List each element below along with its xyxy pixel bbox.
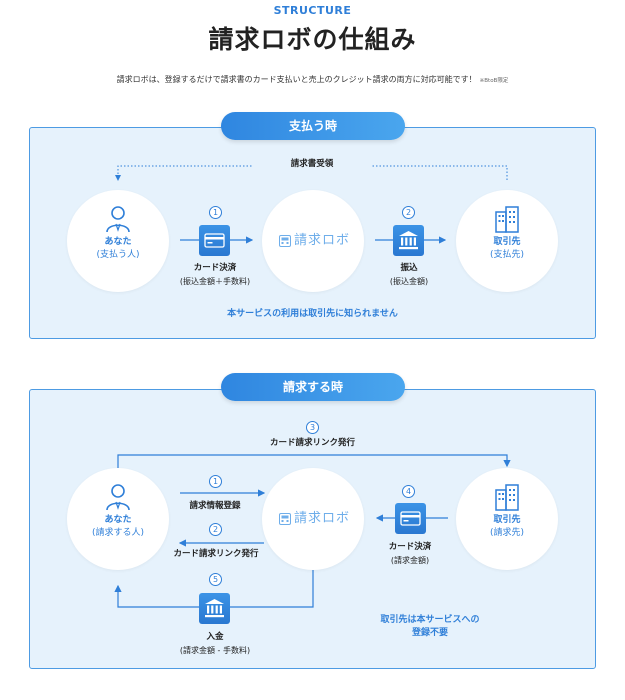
intro-note: ※BtoB限定 [479, 78, 509, 84]
pay-robo-node: 請求ロボ [262, 190, 364, 292]
bank-icon [399, 231, 418, 250]
pay-section-pill: 支払う時 [221, 112, 405, 140]
pay-you-node: あなた (支払う人) [67, 190, 169, 292]
page-title: 請求ロボの仕組み [208, 25, 417, 54]
pay-you-sub: (支払う人) [96, 250, 140, 260]
pay-partner-node: 取引先 (支払先) [456, 190, 558, 292]
bill-partner-sub: (請求先) [489, 528, 525, 538]
bill-step5-label: 入金 [206, 632, 224, 642]
pay-partner-label: 取引先 [493, 237, 521, 247]
bill-step4-sub: (請求金額) [390, 556, 430, 565]
bill-step5-badge: 5 [209, 573, 222, 586]
robo-logo-text: 請求ロボ [294, 233, 351, 248]
invoice-receive-label: 請求書受領 [252, 158, 372, 171]
partner-note-line1: 取引先は本サービスへの [380, 615, 480, 625]
robo-logo: 請求ロボ [279, 232, 349, 250]
building-icon [495, 206, 519, 233]
credit-card-icon [400, 511, 421, 526]
robo-logo: 請求ロボ [279, 510, 349, 528]
bill-step3-badge: 3 [306, 421, 319, 434]
section-eyebrow: STRUCTURE [273, 4, 352, 17]
pay-step2-card [393, 225, 424, 256]
pay-step1-card [199, 225, 230, 256]
robo-icon [279, 513, 291, 525]
bill-step5-card [199, 593, 230, 624]
person-icon [106, 484, 130, 511]
bill-step3-label: カード請求リンク発行 [269, 438, 355, 448]
bill-step4-card [395, 503, 426, 534]
robo-logo-text: 請求ロボ [294, 511, 351, 526]
bill-you-sub: (請求する人) [91, 528, 145, 538]
bank-icon [205, 599, 224, 618]
pay-you-label: あなた [104, 237, 132, 247]
pay-step2-label: 振込 [400, 263, 418, 273]
intro-main: 請求ロボは、登録するだけで請求書のカード支払いと売上のクレジット請求の両方に対応… [116, 75, 477, 84]
pay-footnote: 本サービスの利用は取引先に知られません [227, 309, 398, 319]
bill-step5-sub: (請求金額 - 手数料) [179, 646, 251, 655]
bill-section-pill: 請求する時 [221, 373, 405, 401]
partner-note-line2: 登録不要 [411, 628, 448, 638]
credit-card-icon [204, 233, 225, 248]
intro-text: 請求ロボは、登録するだけで請求書のカード支払いと売上のクレジット請求の両方に対応… [0, 74, 625, 85]
bill-you-label: あなた [104, 515, 132, 525]
bill-robo-node: 請求ロボ [262, 468, 364, 570]
bill-step4-label: カード決済 [388, 542, 432, 552]
person-icon [106, 206, 130, 233]
building-icon [495, 484, 519, 511]
pay-partner-sub: (支払先) [489, 250, 525, 260]
robo-icon [279, 235, 291, 247]
bill-step4-badge: 4 [402, 485, 415, 498]
bill-step1-label: 請求情報登録 [189, 501, 241, 511]
pay-step1-badge: 1 [209, 206, 222, 219]
pay-step1-label: カード決済 [193, 263, 237, 273]
pay-step1-sub: (振込金額＋手数料) [179, 277, 251, 286]
pay-step2-sub: (振込金額) [389, 277, 429, 286]
bill-step2-label: カード請求リンク発行 [173, 549, 259, 559]
bill-partner-node: 取引先 (請求先) [456, 468, 558, 570]
bill-you-node: あなた (請求する人) [67, 468, 169, 570]
bill-step2-badge: 2 [209, 523, 222, 536]
bill-step1-badge: 1 [209, 475, 222, 488]
pay-step2-badge: 2 [402, 206, 415, 219]
bill-partner-label: 取引先 [493, 515, 521, 525]
